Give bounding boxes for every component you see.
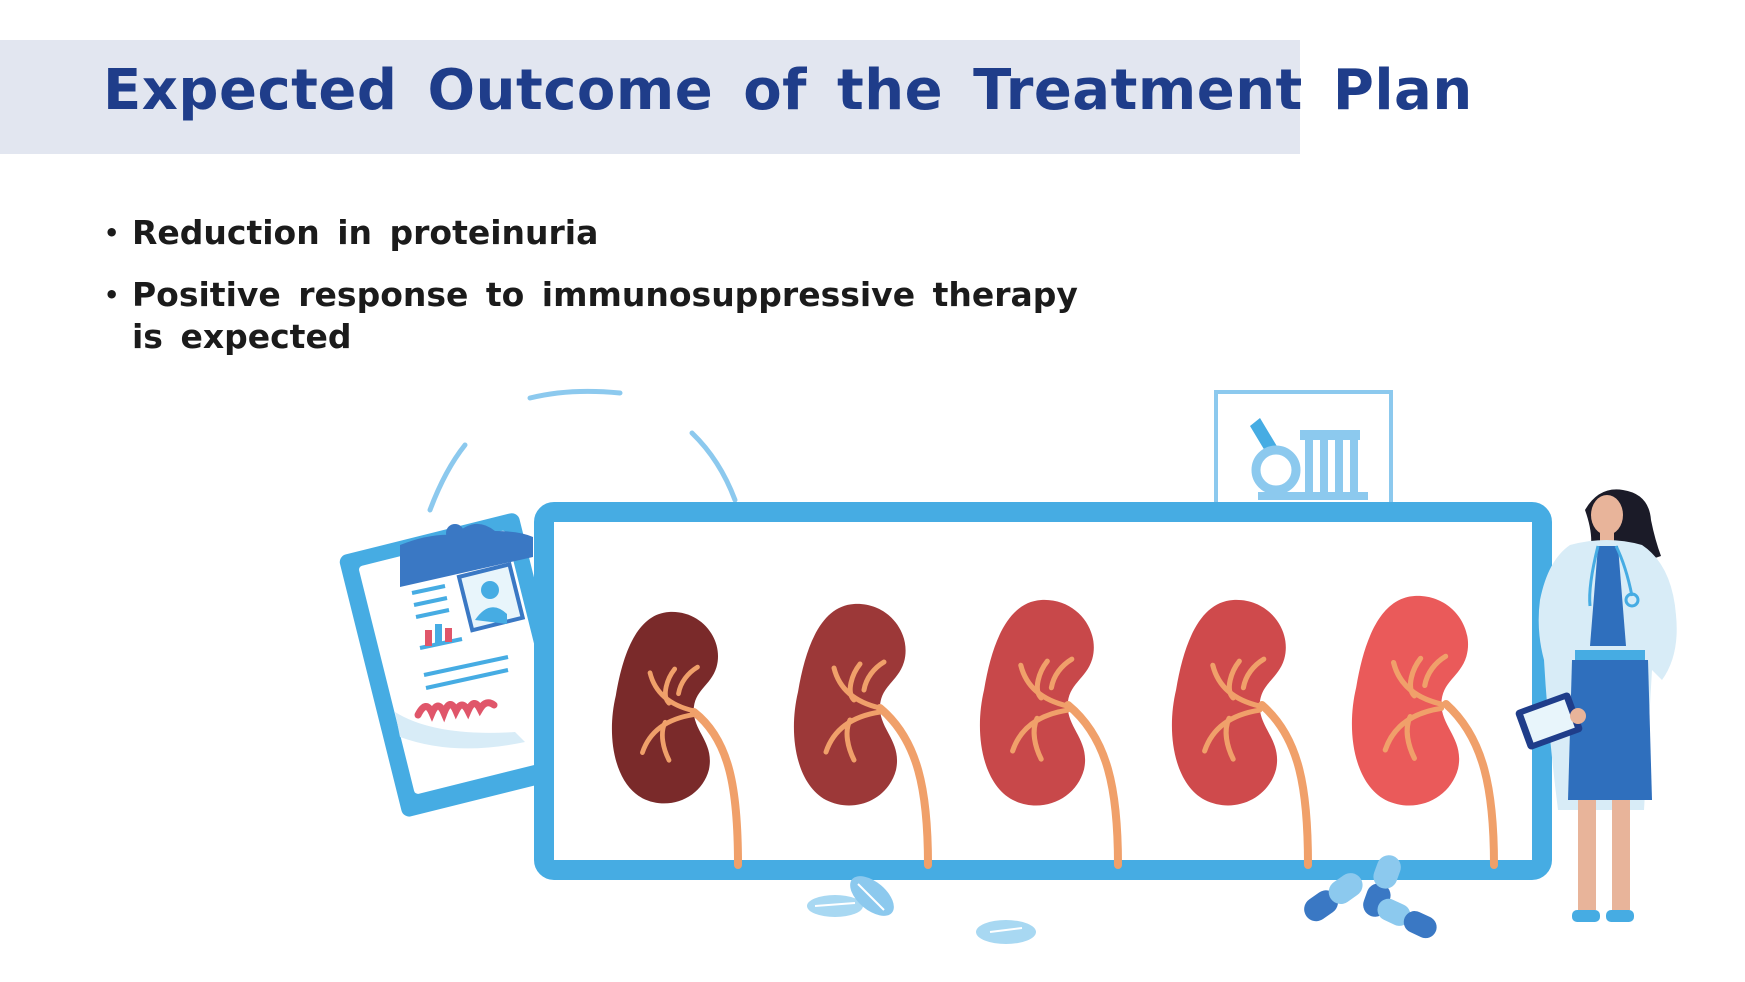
capsule-icon bbox=[1304, 855, 1437, 939]
bullet-list: • Reduction in proteinuria • Positive resp… bbox=[102, 212, 1082, 378]
bullet-dot: • bbox=[104, 281, 120, 309]
bullet-dot: • bbox=[104, 219, 120, 247]
doctor-figure bbox=[1515, 489, 1677, 922]
bullet-item: • Positive response to immunosuppressive … bbox=[102, 274, 1082, 358]
microscope-icon bbox=[1214, 390, 1393, 514]
slide-title: Expected Outcome of the Treatment Plan bbox=[103, 58, 1473, 123]
bullet-item: • Reduction in proteinuria bbox=[102, 212, 1082, 254]
title-band bbox=[0, 40, 1300, 154]
pill-icon bbox=[807, 876, 1036, 944]
decorative-arc bbox=[427, 388, 738, 513]
bullet-text: Positive response to immunosuppressive t… bbox=[132, 275, 1078, 356]
bullet-text: Reduction in proteinuria bbox=[132, 213, 599, 252]
ureter-lines bbox=[690, 700, 1498, 869]
clipboard-icon bbox=[339, 513, 582, 817]
